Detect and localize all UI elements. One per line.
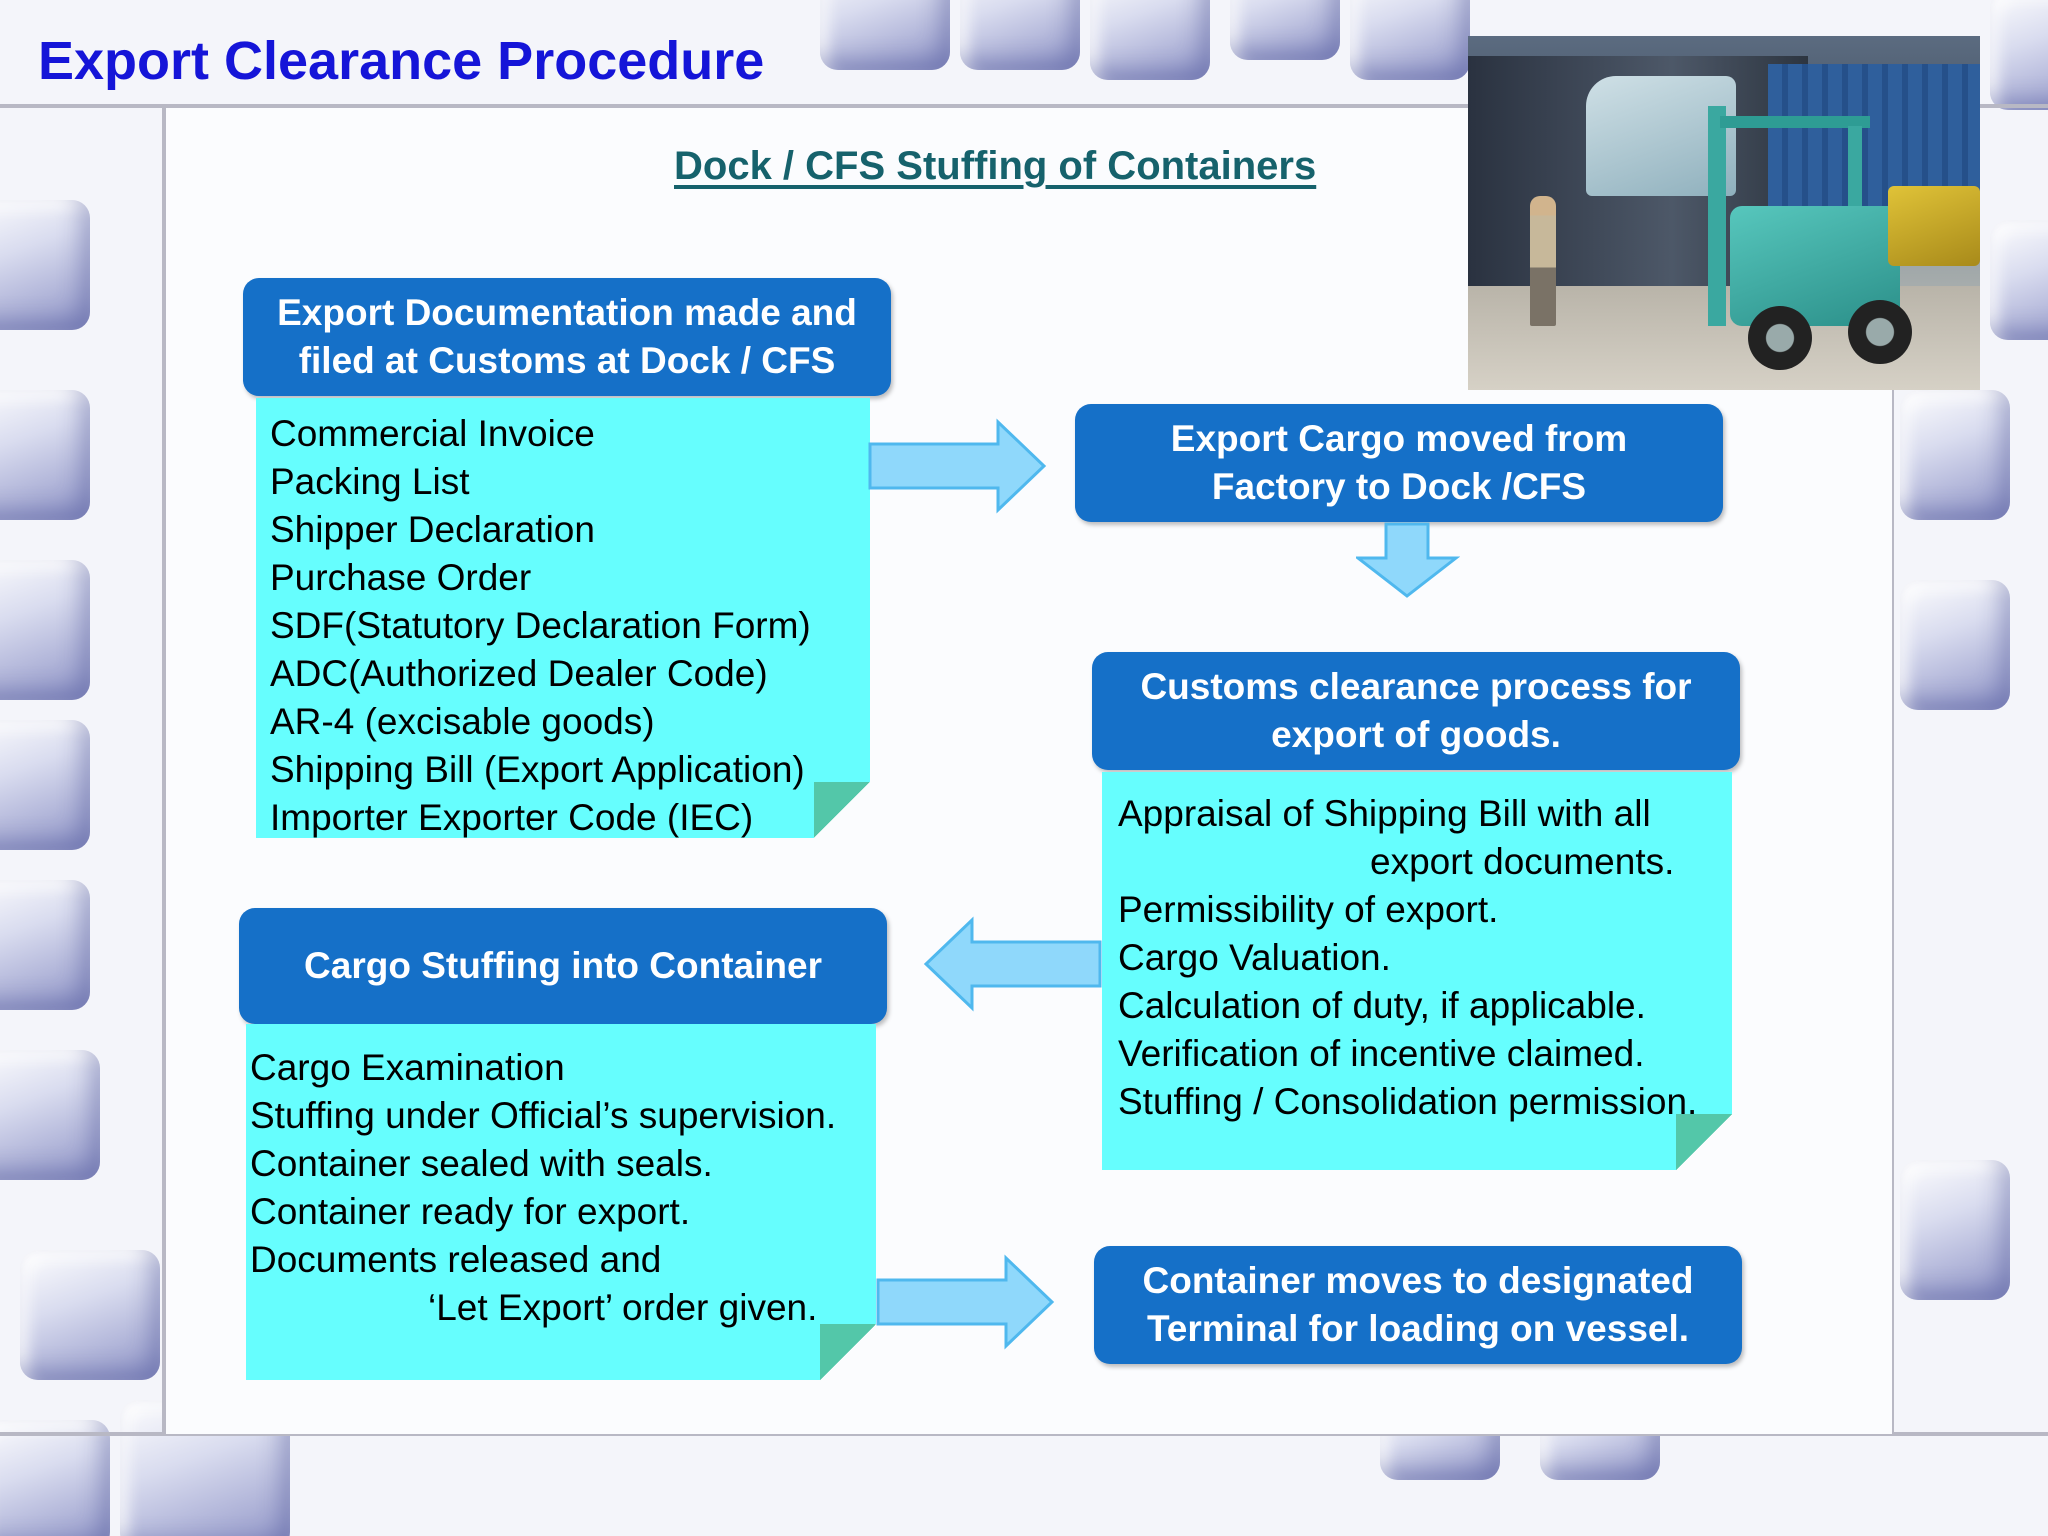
- cargo-moved-header-line: Export Cargo moved from: [1170, 418, 1628, 459]
- list-item: Importer Exporter Code (IEC): [270, 797, 754, 838]
- list-item: Calculation of duty, if applicable.: [1118, 985, 1646, 1026]
- documentation-header: Export Documentation made and filed at C…: [243, 278, 891, 396]
- customs-clearance-header-line: export of goods.: [1271, 714, 1561, 755]
- arrow-left-icon: [923, 916, 1102, 1012]
- list-item: Cargo Valuation.: [1118, 937, 1391, 978]
- list-item: Shipping Bill (Export Application): [270, 749, 805, 790]
- list-item: SDF(Statutory Declaration Form): [270, 605, 811, 646]
- page-fold-icon: [820, 1324, 876, 1380]
- list-item: AR-4 (excisable goods): [270, 701, 655, 742]
- list-item: Stuffing / Consolidation permission.: [1118, 1081, 1698, 1122]
- container-moves-header-line: Container moves to designated: [1142, 1260, 1694, 1301]
- list-item: Packing List: [270, 461, 470, 502]
- list-item: Container sealed with seals.: [250, 1143, 713, 1184]
- forklift-loading-photo: [1468, 36, 1980, 390]
- list-item: export documents.: [1370, 841, 1675, 882]
- arrow-down-icon: [1356, 522, 1460, 598]
- bottom-rule: [0, 1432, 2048, 1436]
- list-item: Verification of incentive claimed.: [1118, 1033, 1645, 1074]
- list-item: Commercial Invoice: [270, 413, 595, 454]
- section-subtitle: Dock / CFS Stuffing of Containers: [674, 144, 1317, 188]
- documentation-list: Commercial Invoice Packing List Shipper …: [256, 398, 870, 838]
- top-rule: [0, 104, 2048, 108]
- page-fold-icon: [814, 782, 870, 838]
- arrow-right-icon: [876, 1254, 1055, 1350]
- list-item: ADC(Authorized Dealer Code): [270, 653, 768, 694]
- cargo-moved-header-line: Factory to Dock /CFS: [1211, 466, 1587, 507]
- list-item: Stuffing under Official’s supervision.: [250, 1095, 837, 1136]
- list-item: Permissibility of export.: [1118, 889, 1499, 930]
- page-title: Export Clearance Procedure: [38, 31, 765, 91]
- documentation-header-line: Export Documentation made and: [277, 292, 857, 333]
- list-item: Appraisal of Shipping Bill with all: [1118, 793, 1651, 834]
- customs-clearance-list: Appraisal of Shipping Bill with all expo…: [1102, 772, 1732, 1170]
- cargo-stuffing-header-line: Cargo Stuffing into Container: [304, 945, 822, 986]
- cargo-stuffing-header: Cargo Stuffing into Container: [239, 908, 887, 1024]
- list-item: Container ready for export.: [250, 1191, 691, 1232]
- right-rule: [1890, 104, 1894, 1436]
- list-item: Purchase Order: [270, 557, 532, 598]
- container-moves-header: Container moves to designated Terminal f…: [1094, 1246, 1742, 1364]
- list-item: Cargo Examination: [250, 1047, 565, 1088]
- cargo-stuffing-list: Cargo Examination Stuffing under Officia…: [246, 1024, 876, 1380]
- container-moves-header-line: Terminal for loading on vessel.: [1146, 1308, 1690, 1349]
- customs-clearance-header: Customs clearance process for export of …: [1092, 652, 1740, 770]
- list-item: ‘Let Export’ order given.: [428, 1287, 818, 1328]
- left-rule: [162, 104, 166, 1436]
- list-item: Documents released and: [250, 1239, 662, 1280]
- list-item: Shipper Declaration: [270, 509, 595, 550]
- customs-clearance-header-line: Customs clearance process for: [1140, 666, 1692, 707]
- arrow-right-icon: [868, 418, 1047, 514]
- cargo-moved-header: Export Cargo moved from Factory to Dock …: [1075, 404, 1723, 522]
- documentation-header-line: filed at Customs at Dock / CFS: [298, 340, 836, 381]
- page-fold-icon: [1676, 1114, 1732, 1170]
